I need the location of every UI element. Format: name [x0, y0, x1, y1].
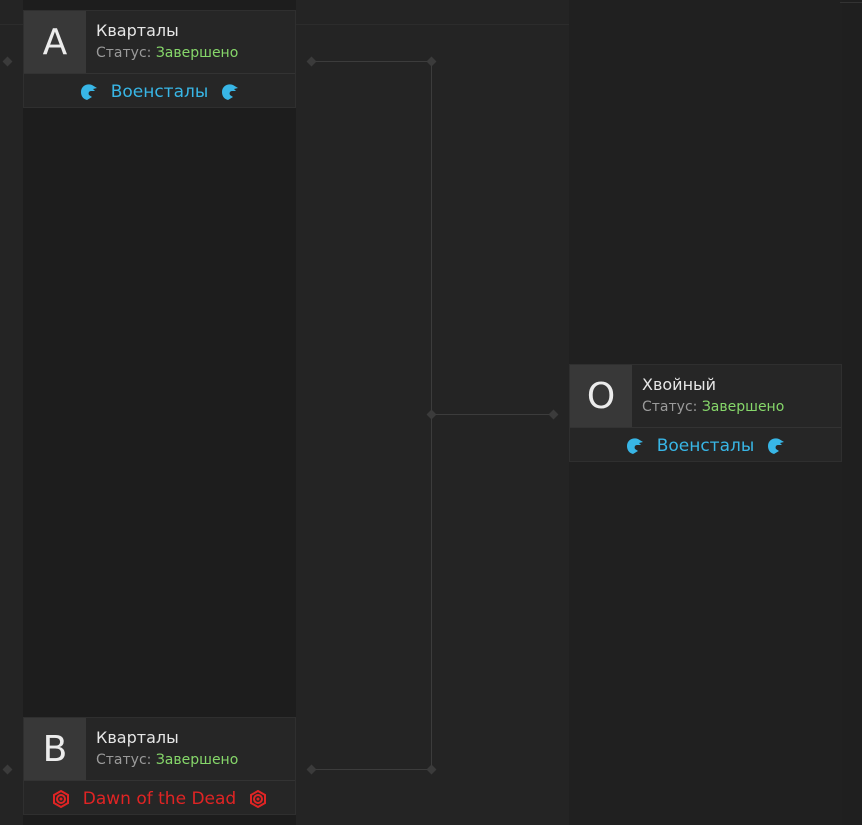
map-name: Хвойный — [642, 375, 717, 394]
connector-line-a — [312, 61, 432, 62]
match-status: Статус: Завершено — [642, 399, 784, 415]
connector-node — [426, 764, 437, 775]
connector-node — [2, 56, 13, 67]
biohazard-emblem-icon — [52, 789, 69, 808]
connector-node — [548, 409, 559, 420]
connector-node — [426, 409, 437, 420]
connector-node — [306, 56, 317, 67]
connector-node — [2, 764, 13, 775]
right-edge-panel — [842, 0, 862, 825]
bracket-column-left — [23, 0, 296, 825]
match-card-b[interactable]: B Кварталы Статус: Завершено Dawn of the… — [23, 717, 296, 815]
status-label: Статус: — [96, 752, 152, 768]
eagle-icon — [222, 83, 239, 100]
biohazard-emblem-icon — [250, 789, 267, 808]
connector-line-b — [312, 769, 432, 770]
status-value: Завершено — [155, 752, 239, 768]
match-card-final[interactable]: O Хвойный Статус: Завершено Военсталы — [569, 364, 842, 462]
connector-node — [426, 56, 437, 67]
eagle-icon — [768, 437, 785, 454]
status-value: Завершено — [155, 45, 239, 61]
status-label: Статус: — [96, 45, 152, 61]
match-letter: O — [570, 365, 632, 427]
match-letter: A — [24, 11, 86, 73]
team-name: Dawn of the Dead — [82, 788, 237, 809]
connector-node — [306, 764, 317, 775]
top-divider-right — [840, 2, 862, 3]
status-label: Статус: — [642, 399, 698, 415]
match-status: Статус: Завершено — [96, 45, 238, 61]
team-winner[interactable]: Военсталы — [570, 427, 841, 463]
match-letter: B — [24, 718, 86, 780]
team-winner[interactable]: Военсталы — [24, 73, 295, 109]
match-status: Статус: Завершено — [96, 752, 238, 768]
match-card-a[interactable]: A Кварталы Статус: Завершено Военсталы — [23, 10, 296, 108]
status-value: Завершено — [701, 399, 785, 415]
team-winner[interactable]: Dawn of the Dead — [24, 780, 295, 816]
eagle-icon — [80, 83, 97, 100]
map-name: Кварталы — [96, 21, 179, 40]
team-name: Военсталы — [656, 435, 755, 456]
team-name: Военсталы — [110, 81, 209, 102]
eagle-icon — [626, 437, 643, 454]
connector-line-final — [432, 414, 554, 415]
map-name: Кварталы — [96, 728, 179, 747]
